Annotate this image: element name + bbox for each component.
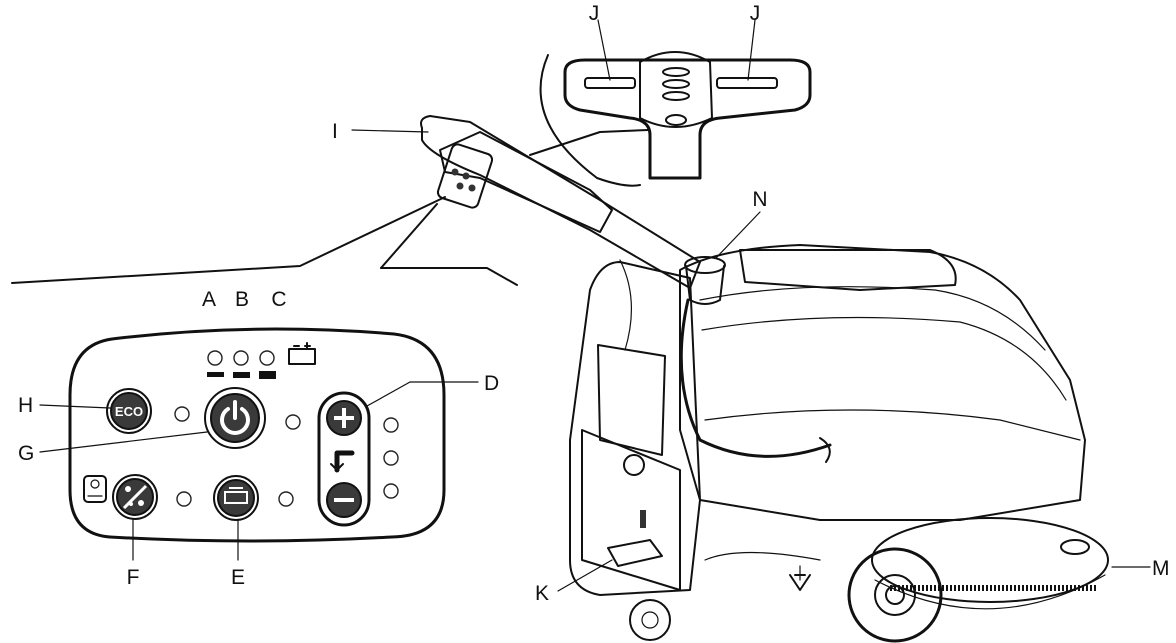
handle-bar	[563, 58, 812, 180]
callout-labels: A B C D E F G H I J J K M N	[18, 2, 1170, 605]
tank-ridge-2	[701, 316, 1067, 401]
eco-label: ECO	[115, 404, 143, 419]
led-flow-2	[383, 450, 399, 466]
callout-i: I	[332, 120, 338, 143]
handle-zoom-line	[529, 129, 649, 156]
brush-off-button[interactable]	[112, 474, 158, 520]
callout-j-left: J	[589, 2, 600, 25]
leader-k	[557, 559, 613, 592]
rear-wheel	[847, 547, 943, 643]
tank-ridge-1	[699, 286, 1046, 351]
eco-button[interactable]: ECO	[106, 388, 152, 434]
front-caster	[629, 599, 671, 641]
callout-c: C	[271, 288, 286, 311]
plus-button[interactable]	[326, 400, 362, 436]
lever-right[interactable]	[716, 77, 778, 89]
callout-j-right: J	[750, 2, 761, 25]
handle-grip	[439, 131, 613, 233]
leader-g	[39, 431, 208, 453]
zoom-line-left	[11, 196, 446, 284]
storage-bag	[597, 344, 666, 456]
brand-logo	[789, 574, 811, 591]
callout-f: F	[127, 566, 140, 589]
led-power	[285, 414, 301, 430]
timer-15-icon	[83, 475, 107, 503]
led-brush	[176, 491, 192, 507]
leader-j-left	[597, 19, 611, 81]
adjust-icon	[330, 450, 355, 473]
handle-center	[639, 51, 713, 128]
led-a	[207, 350, 223, 366]
battery-icon	[288, 342, 316, 365]
cup-n	[684, 256, 726, 274]
led-flow-3	[383, 483, 399, 499]
callout-n: N	[752, 188, 767, 211]
pedal-k[interactable]	[607, 539, 663, 567]
leader-d	[366, 381, 411, 407]
callout-m: M	[1152, 557, 1170, 580]
tank-ridge-3	[704, 409, 1081, 441]
chassis-panel	[581, 429, 681, 591]
led-solution	[278, 491, 294, 507]
chassis-front	[569, 261, 701, 596]
power-button[interactable]	[204, 387, 266, 449]
led-b	[233, 350, 249, 366]
handle-panel	[436, 143, 494, 209]
flow-adjust-control	[317, 391, 371, 527]
callout-b: B	[235, 288, 249, 311]
control-panel-outline	[68, 327, 446, 543]
brush-off-icon	[122, 484, 148, 510]
scrubber-machine	[351, 115, 1151, 643]
zoom-line-mid	[380, 203, 438, 269]
solution-flow-icon	[224, 487, 248, 504]
tank-body	[679, 244, 1086, 521]
drain-hose	[679, 298, 832, 458]
led-eco	[174, 406, 190, 422]
brush-deck	[871, 517, 1109, 603]
gauge	[623, 454, 645, 476]
battery-bar-2	[233, 372, 250, 378]
power-icon	[220, 400, 250, 435]
battery-bar-1	[207, 372, 224, 377]
tank-lid	[739, 249, 957, 291]
solution-button[interactable]	[213, 475, 259, 521]
callout-g: G	[18, 442, 34, 465]
callout-h: H	[18, 394, 33, 417]
control-panel-zoom: ECO	[11, 196, 518, 561]
minus-button[interactable]	[326, 482, 362, 518]
leader-h	[39, 404, 111, 409]
callout-k: K	[535, 582, 549, 605]
leader-j-right	[747, 19, 756, 81]
callout-d: D	[484, 372, 499, 395]
callout-a: A	[202, 288, 216, 311]
leader-i	[351, 129, 429, 133]
led-flow-1	[383, 417, 399, 433]
leader-n	[715, 211, 761, 259]
zoom-line-right	[380, 267, 518, 286]
callout-e: E	[231, 566, 245, 589]
handle-zoom	[529, 19, 812, 187]
battery-bar-3	[259, 371, 276, 379]
handle-zoom-arc	[539, 54, 641, 187]
led-c	[259, 350, 275, 366]
